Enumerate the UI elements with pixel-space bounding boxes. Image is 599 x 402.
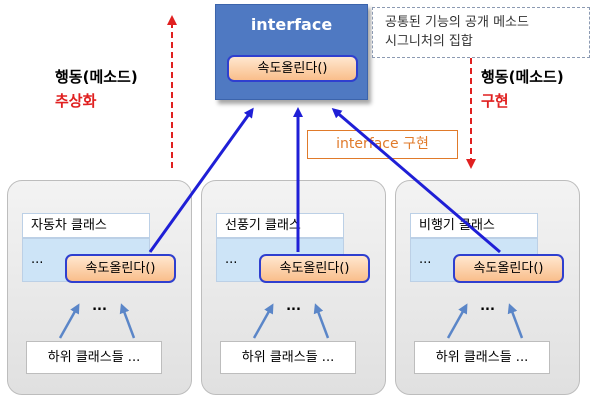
ellipsis: ... <box>286 299 301 314</box>
subclasses-box: 하위 클래스들 ... <box>414 341 550 374</box>
ellipsis: ... <box>480 299 495 314</box>
class-title: 비행기 클래스 <box>410 213 538 238</box>
class-method: 속도올린다() <box>259 254 370 283</box>
note-line-2: 시그니처의 집합 <box>385 34 473 49</box>
class-group-car: 자동차 클래스 ... 속도올린다() ... 하위 클래스들 ... <box>7 180 192 395</box>
left-label-behavior: 행동(메소드) <box>55 68 138 86</box>
ellipsis: ... <box>92 299 107 314</box>
interface-title: interface <box>250 15 333 34</box>
interface-method: 속도올린다() <box>227 55 358 82</box>
interface-note: 공통된 기능의 공개 메소드 시그니처의 집합 <box>372 7 590 58</box>
class-method: 속도올린다() <box>453 254 564 283</box>
left-label-abstraction: 추상화 <box>55 92 97 110</box>
class-group-airplane: 비행기 클래스 ... 속도올린다() ... 하위 클래스들 ... <box>395 180 580 395</box>
note-line-1: 공통된 기능의 공개 메소드 <box>385 15 529 30</box>
class-group-fan: 선풍기 클래스 ... 속도올린다() ... 하위 클래스들 ... <box>201 180 386 395</box>
class-title: 자동차 클래스 <box>22 213 150 238</box>
class-title: 선풍기 클래스 <box>216 213 344 238</box>
class-method: 속도올린다() <box>65 254 176 283</box>
right-label-behavior: 행동(메소드) <box>481 68 564 86</box>
interface-box: interface 속도올린다() <box>215 4 368 100</box>
implementation-label: interface 구현 <box>307 130 458 159</box>
subclasses-box: 하위 클래스들 ... <box>26 341 162 374</box>
right-label-implementation: 구현 <box>481 92 509 110</box>
subclasses-box: 하위 클래스들 ... <box>220 341 356 374</box>
